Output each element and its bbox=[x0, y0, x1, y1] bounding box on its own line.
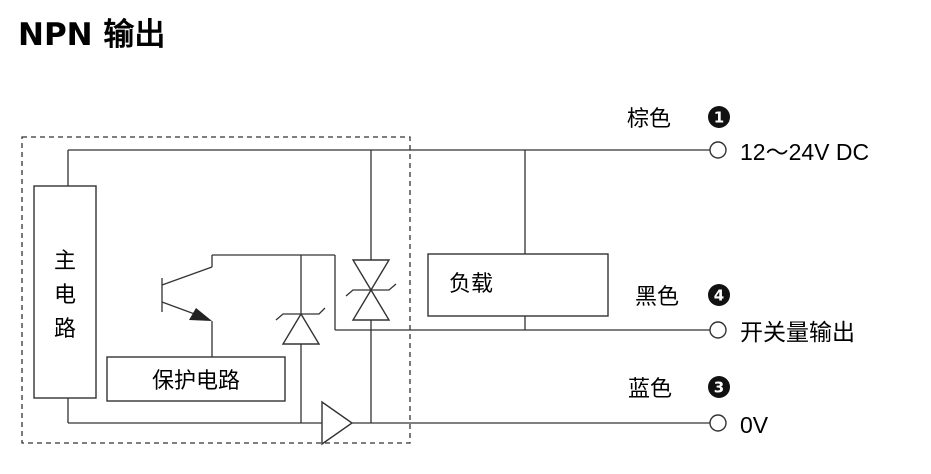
wire-number-badge-blue bbox=[708, 376, 730, 398]
wire-number-brown: 1 bbox=[714, 109, 724, 127]
wire-number-black: 4 bbox=[714, 287, 724, 305]
terminal-label-ground: 0V bbox=[740, 412, 769, 438]
tvs-lower-triangle bbox=[351, 288, 391, 321]
wire-color-black: 黑色 bbox=[635, 285, 679, 310]
main-circuit-box bbox=[33, 185, 97, 399]
wire-color-brown: 棕色 bbox=[627, 107, 671, 132]
load-label: 负载 bbox=[449, 272, 493, 297]
terminal-label-supply: 12～24V DC bbox=[740, 139, 869, 165]
main-circuit-char-3: 路 bbox=[54, 317, 76, 342]
wire-color-blue: 蓝色 bbox=[628, 377, 672, 402]
protection-circuit-box bbox=[106, 356, 286, 402]
terminal-label-output: 开关量输出 bbox=[740, 319, 855, 345]
terminal-ground-icon bbox=[709, 414, 727, 432]
transistor-collector bbox=[161, 266, 213, 286]
zener-diode-bar bbox=[275, 307, 326, 321]
tvs-upper-triangle bbox=[351, 259, 391, 292]
terminal-supply-icon bbox=[709, 141, 727, 159]
output-buffer-triangle bbox=[321, 400, 354, 446]
main-circuit-char-1: 主 bbox=[54, 249, 76, 274]
wire-number-badge-brown bbox=[708, 106, 730, 128]
emitter-arrow-icon bbox=[189, 308, 212, 321]
main-circuit-char-2: 电 bbox=[54, 283, 76, 308]
protection-circuit-label: 保护电路 bbox=[152, 369, 240, 394]
diagram-title: NPN 输出 bbox=[18, 17, 165, 53]
sensor-enclosure bbox=[21, 136, 411, 444]
terminal-output-icon bbox=[709, 321, 727, 339]
load-box bbox=[427, 253, 609, 317]
zener-diode-triangle bbox=[281, 312, 321, 345]
wire-number-blue: 3 bbox=[714, 379, 724, 397]
tvs-bar bbox=[345, 283, 397, 297]
wire-number-badge-black bbox=[708, 284, 730, 306]
